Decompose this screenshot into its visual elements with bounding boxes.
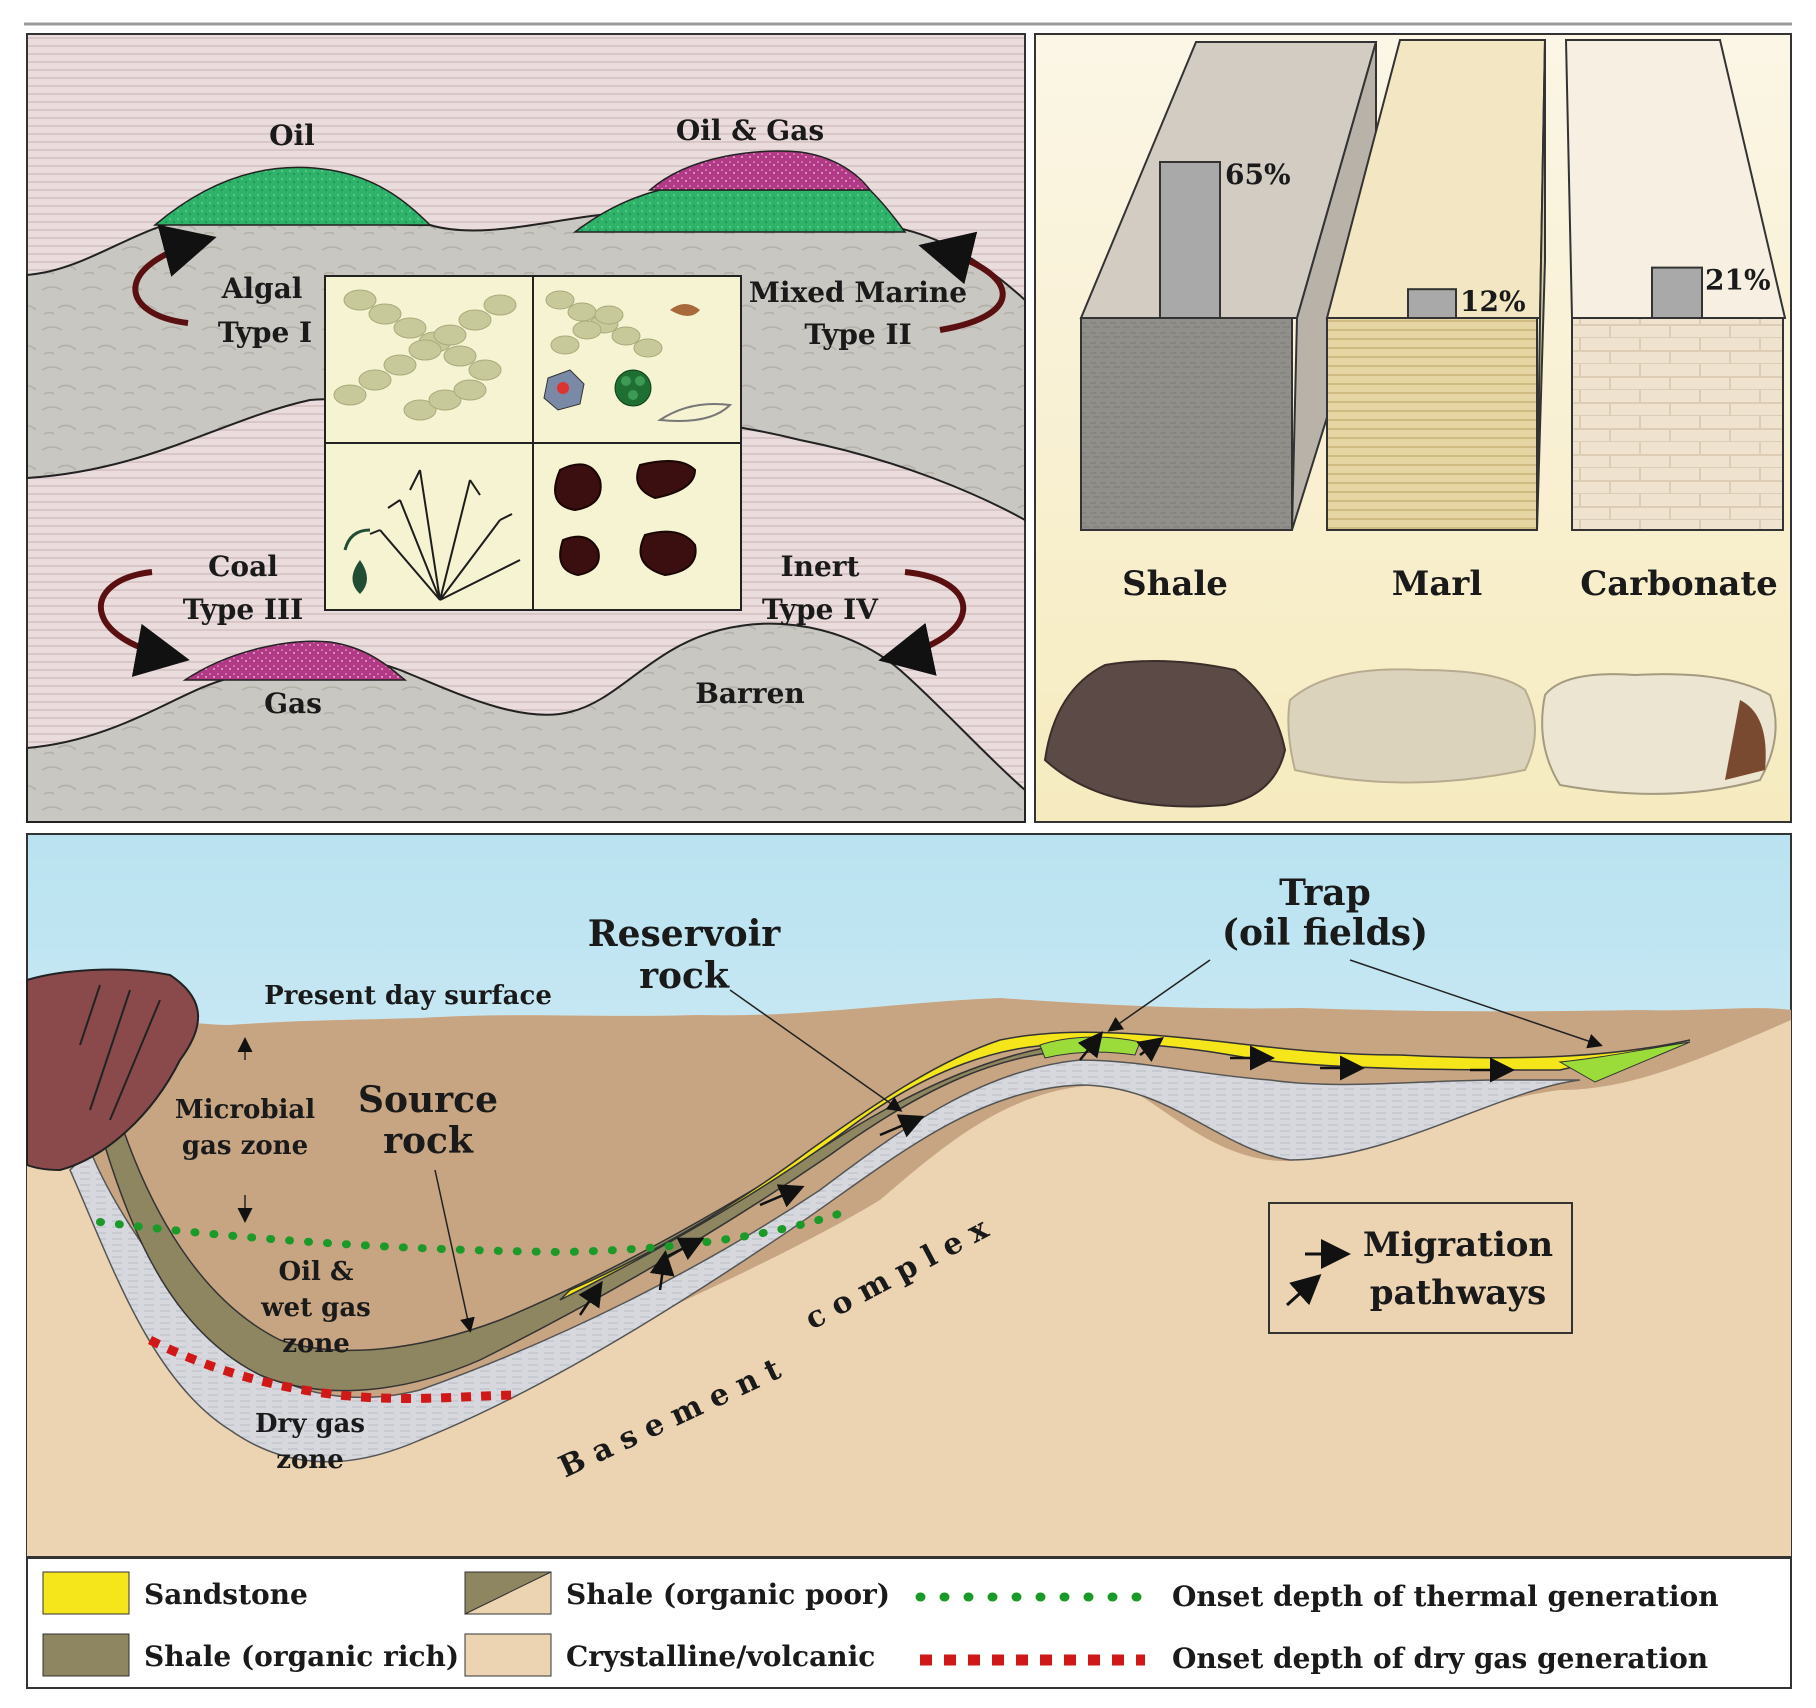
- dry-gas-label: Dry gas: [255, 1409, 365, 1439]
- legend-swatch-shale-rich: [42, 1633, 130, 1677]
- source-rock-label-2: rock: [383, 1120, 474, 1162]
- trap-label-2: (oil fields): [1222, 912, 1428, 954]
- present-surface-label: Present day surface: [264, 981, 552, 1011]
- percent-label-marl: 12%: [1460, 285, 1526, 318]
- lithology-name-marl: Marl: [1392, 564, 1483, 604]
- migration-legend-box: [1268, 1202, 1573, 1334]
- lithology-name-carbonate: Carbonate: [1580, 564, 1778, 604]
- oil-accumulation-left: [152, 166, 432, 226]
- coal-type-label: Type III: [183, 593, 303, 626]
- legend-swatch-sandstone: [42, 1571, 130, 1615]
- silver-shale-layer: [69, 1059, 1581, 1463]
- migration-label: Migration: [1363, 1225, 1553, 1265]
- gas-label: Gas: [264, 687, 322, 720]
- legend-shale-poor-label: Shale (organic poor): [566, 1578, 890, 1611]
- arrow-inert: [878, 569, 967, 676]
- carbonate-column: [1564, 39, 1787, 531]
- maceral-image-grid: [324, 275, 742, 611]
- drygas-onset-line: [147, 1335, 521, 1403]
- carbonate-rock-sample: [1541, 673, 1777, 795]
- foram-nucleus: [557, 382, 569, 394]
- percent-label-carbonate: 21%: [1705, 264, 1771, 297]
- microbial-label: Microbial: [175, 1095, 315, 1125]
- thermal-onset-line: [96, 1206, 854, 1257]
- volcanic-intrusion: [26, 968, 199, 1172]
- arrow-coal: [98, 569, 190, 677]
- inertinite-particles: [554, 460, 697, 577]
- green-algae-colony: [614, 369, 652, 407]
- arrow-algal: [132, 224, 217, 326]
- source-leader: [434, 1169, 475, 1333]
- algae-filaments: [333, 289, 663, 421]
- inert-label: Inert: [781, 550, 860, 583]
- legend-swatch-crystalline: [464, 1633, 552, 1677]
- algal-label: Algal: [221, 272, 303, 305]
- marine-type-label: Type II: [804, 318, 911, 351]
- coal-label: Coal: [208, 550, 278, 583]
- gas-cap-right: [648, 150, 872, 191]
- inert-type-label: Type IV: [762, 593, 879, 626]
- shale-column: [1079, 41, 1378, 531]
- trap-right: [1558, 1041, 1691, 1083]
- dry-gas-label-2: zone: [276, 1445, 344, 1475]
- migration-label-2: pathways: [1370, 1273, 1546, 1313]
- barren-label: Barren: [695, 677, 804, 710]
- spore-pod-shape: [352, 560, 367, 594]
- legend-thermal-label: Onset depth of thermal generation: [1172, 1580, 1719, 1613]
- trap-left-leader: [1107, 959, 1211, 1032]
- reservoir-label-2: rock: [639, 955, 730, 997]
- legend-sandstone-label: Sandstone: [144, 1578, 308, 1611]
- land-plant-drawing: [369, 469, 521, 601]
- legend-crystalline-label: Crystalline/volcanic: [566, 1640, 875, 1673]
- percent-bar-marl: [1407, 288, 1457, 320]
- legend-drygas-label: Onset depth of dry gas generation: [1172, 1642, 1708, 1675]
- lithology-name-shale: Shale: [1122, 564, 1228, 604]
- oil-gas-label: Oil & Gas: [676, 114, 824, 147]
- oil-wet-gas-label-2: wet gas: [260, 1293, 371, 1323]
- migration-arrows: [578, 1031, 1515, 1316]
- oil-wet-gas-label-3: zone: [282, 1329, 350, 1359]
- gas-accumulation-lower: [182, 640, 408, 681]
- reservoir-leader: [729, 989, 903, 1112]
- percent-bar-carbonate: [1651, 266, 1703, 320]
- dinoflagellate-shape: [670, 304, 700, 316]
- reservoir-sandstone: [559, 1031, 1691, 1301]
- legend-shale-rich-label: Shale (organic rich): [144, 1640, 459, 1673]
- trap-label: Trap: [1279, 872, 1371, 914]
- source-rock-label: Source: [358, 1079, 498, 1121]
- percent-bar-shale: [1159, 161, 1221, 319]
- carbonate-rock-shadow: [1725, 700, 1766, 780]
- marl-column: [1325, 39, 1547, 531]
- arrow-marine: [918, 231, 1006, 333]
- marl-rock-sample: [1287, 668, 1536, 784]
- feather-fossil-shape: [657, 403, 733, 422]
- basin-cross-section: Present day surface Microbial gas zone S…: [26, 833, 1792, 1557]
- oil-label: Oil: [269, 119, 315, 152]
- algal-type-label: Type I: [218, 316, 312, 349]
- shale-rock-sample: [1043, 660, 1287, 808]
- oil-wet-gas-label: Oil &: [279, 1257, 354, 1287]
- kerogen-types-panel: Oil Oil & Gas Algal Type I Mixed Marine …: [26, 33, 1026, 823]
- reservoir-label: Reservoir: [588, 913, 782, 955]
- microbial-label-2: gas zone: [182, 1131, 308, 1161]
- map-legend: Sandstone Shale (organic rich) Shale (or…: [26, 1557, 1792, 1689]
- marine-label: Mixed Marine: [749, 276, 967, 309]
- trap-right-leader: [1349, 959, 1603, 1049]
- percent-label-shale: 65%: [1225, 158, 1291, 191]
- lithology-panel: 65% Shale 12% Marl 21% Carbonate: [1034, 33, 1792, 823]
